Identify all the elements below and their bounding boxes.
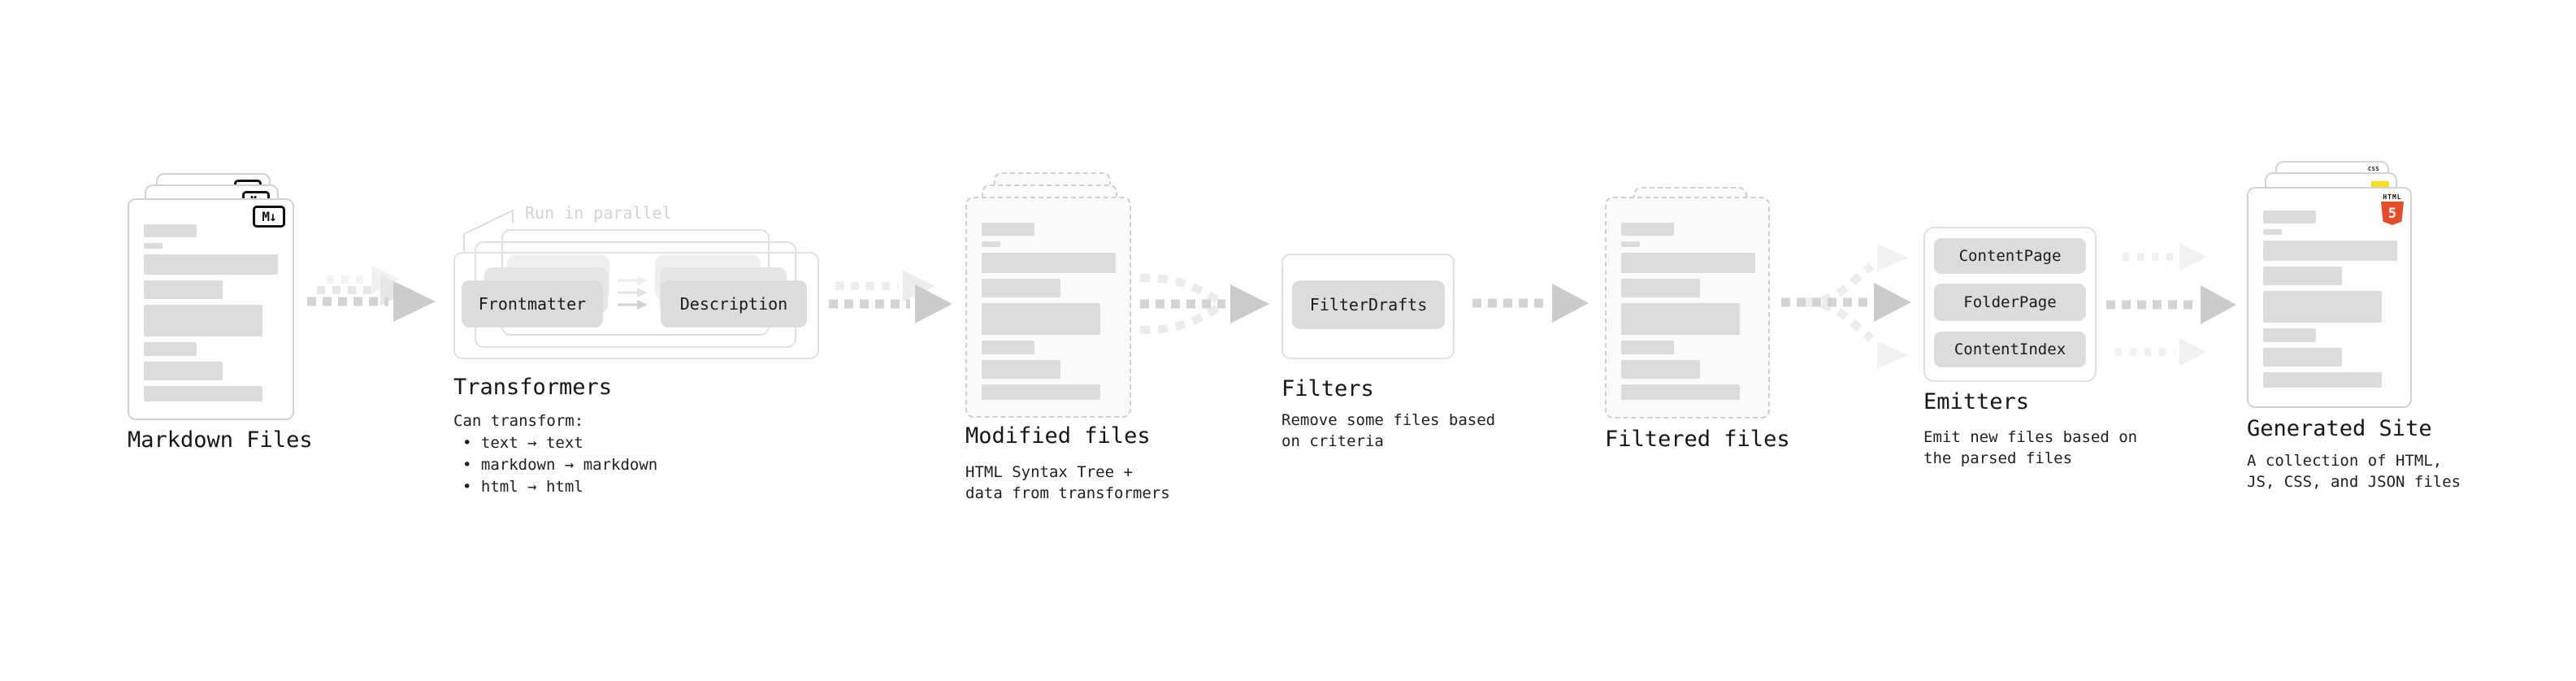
placeholder-bar bbox=[144, 254, 278, 275]
transformers-bullet: • html → html bbox=[462, 478, 583, 496]
arrow-markdown-to-transformers bbox=[307, 266, 436, 322]
placeholder-bar bbox=[982, 241, 1000, 247]
modified-files-title: Modified files bbox=[965, 423, 1151, 449]
filters-desc-line: on criteria bbox=[1281, 432, 1384, 450]
placeholder-bar bbox=[982, 253, 1116, 273]
emitters-title: Emitters bbox=[1923, 389, 2030, 414]
placeholder-bar bbox=[144, 224, 197, 237]
placeholder-bar bbox=[982, 384, 1100, 400]
html5-icon-shield: 5 bbox=[2381, 202, 2404, 225]
filters-title: Filters bbox=[1281, 376, 1374, 401]
html5-icon-word: HTML bbox=[2383, 193, 2402, 201]
placeholder-bar bbox=[144, 280, 223, 299]
placeholder-bar bbox=[982, 340, 1034, 354]
arrow-emitters-to-generated bbox=[2106, 243, 2236, 366]
contentindex-pill: ContentIndex bbox=[1934, 332, 2086, 367]
filters-box bbox=[1281, 254, 1455, 359]
generated-site-title: Generated Site bbox=[2247, 416, 2432, 441]
placeholder-bar bbox=[2263, 229, 2282, 235]
placeholder-bar bbox=[144, 386, 262, 401]
placeholder-bar bbox=[144, 305, 262, 336]
placeholder-bar bbox=[2263, 372, 2382, 388]
run-in-parallel-annotation: Run in parallel bbox=[525, 203, 672, 223]
transformers-description: Can transform: • text → text • markdown … bbox=[453, 410, 657, 498]
emitters-description: Emit new files based on the parsed files bbox=[1923, 427, 2137, 469]
filterdrafts-pill: FilterDrafts bbox=[1292, 280, 1445, 329]
arrow-filters-to-filtered bbox=[1472, 284, 1589, 323]
placeholder-bar bbox=[1621, 253, 1755, 273]
placeholder-bar bbox=[1621, 360, 1700, 379]
document-placeholder-lines bbox=[1621, 223, 1755, 400]
markdown-icon: M↓ bbox=[253, 206, 285, 228]
placeholder-bar bbox=[1621, 279, 1700, 297]
arrow-transformers-to-modified bbox=[829, 271, 952, 323]
placeholder-bar bbox=[982, 279, 1060, 297]
placeholder-bar bbox=[2263, 267, 2342, 285]
placeholder-bar bbox=[144, 342, 197, 356]
markdown-file-card-front: M↓ bbox=[128, 198, 294, 420]
placeholder-bar bbox=[144, 243, 163, 249]
modified-files-description: HTML Syntax Tree + data from transformer… bbox=[965, 462, 1170, 504]
contentpage-pill: ContentPage bbox=[1934, 238, 2086, 274]
placeholder-bar bbox=[982, 360, 1060, 379]
placeholder-bar bbox=[1621, 303, 1740, 335]
placeholder-bar bbox=[982, 223, 1034, 236]
emitters-box bbox=[1923, 227, 2097, 382]
placeholder-bar bbox=[1621, 241, 1640, 247]
placeholder-bar bbox=[1621, 223, 1674, 236]
css-icon-word: CSS bbox=[2367, 166, 2380, 172]
arrow-filtered-to-emitters bbox=[1781, 244, 1911, 369]
markdown-files-label: Markdown Files bbox=[128, 427, 313, 453]
placeholder-bar bbox=[2263, 328, 2316, 342]
filtered-files-title: Filtered files bbox=[1605, 427, 1790, 452]
folderpage-pill: FolderPage bbox=[1934, 284, 2086, 321]
filters-desc-line: Remove some files based bbox=[1281, 411, 1496, 429]
frontmatter-pill: Frontmatter bbox=[462, 280, 603, 327]
placeholder-bar bbox=[2263, 241, 2397, 261]
transformers-bullet: • markdown → markdown bbox=[462, 456, 658, 474]
html5-icon: HTML 5 bbox=[2381, 193, 2404, 225]
filters-description: Remove some files based on criteria bbox=[1281, 410, 1495, 452]
placeholder-bar bbox=[2263, 210, 2316, 223]
generated-file-card-front: HTML 5 bbox=[2247, 187, 2412, 408]
modified-desc-line: HTML Syntax Tree + bbox=[965, 463, 1133, 481]
transformer-layer-front bbox=[453, 252, 819, 359]
placeholder-bar bbox=[144, 362, 223, 380]
transformers-bullet: • text → text bbox=[462, 434, 583, 452]
generated-site-description: A collection of HTML, JS, CSS, and JSON … bbox=[2247, 450, 2461, 492]
modified-desc-line: data from transformers bbox=[965, 484, 1170, 502]
document-placeholder-lines bbox=[2263, 210, 2397, 388]
arrow-modified-to-filters bbox=[1139, 274, 1269, 334]
generated-desc-line: A collection of HTML, bbox=[2247, 452, 2443, 470]
placeholder-bar bbox=[982, 303, 1100, 335]
placeholder-bar bbox=[1621, 340, 1674, 354]
transformers-desc-heading: Can transform: bbox=[453, 412, 584, 430]
modified-file-card-front bbox=[965, 197, 1131, 418]
filtered-file-card-front bbox=[1605, 197, 1770, 419]
generated-desc-line: JS, CSS, and JSON files bbox=[2247, 473, 2461, 491]
document-placeholder-lines bbox=[144, 224, 278, 401]
emitters-desc-line: the parsed files bbox=[1923, 449, 2073, 467]
document-placeholder-lines bbox=[982, 223, 1116, 400]
description-pill: Description bbox=[661, 280, 807, 327]
emitters-desc-line: Emit new files based on bbox=[1923, 428, 2138, 446]
placeholder-bar bbox=[2263, 291, 2382, 323]
placeholder-bar bbox=[2263, 348, 2342, 367]
placeholder-bar bbox=[1621, 384, 1740, 400]
transformers-title: Transformers bbox=[453, 375, 613, 400]
